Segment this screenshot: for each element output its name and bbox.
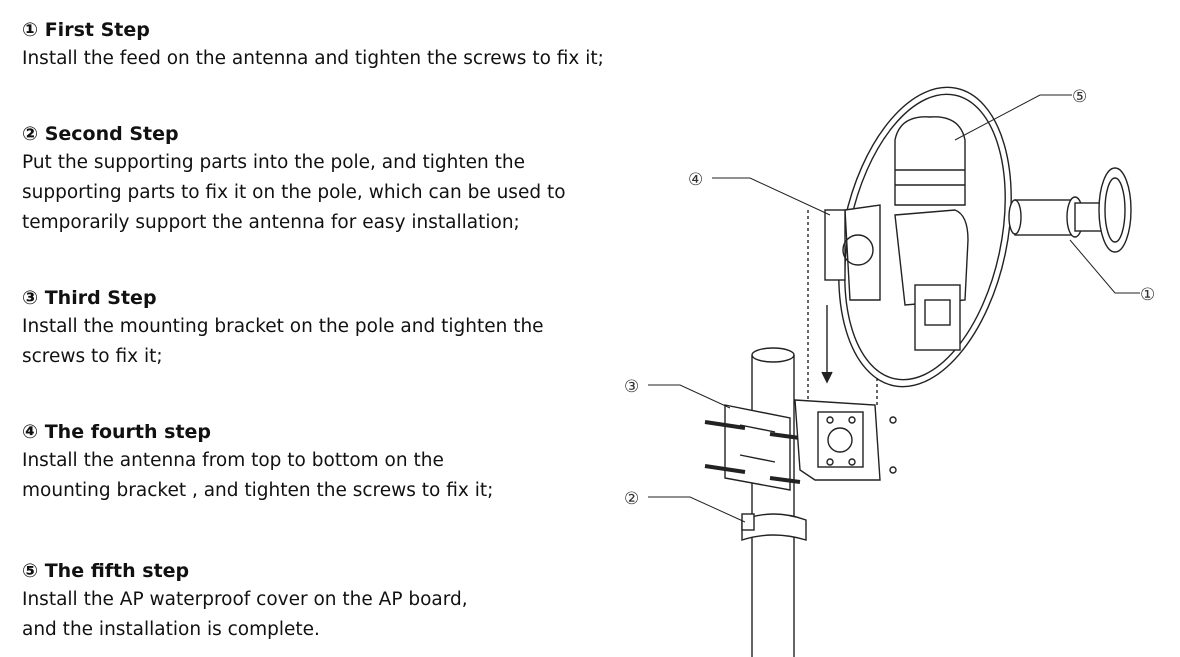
callout-5: ⑤ [1072,87,1087,107]
leader-lines [648,94,1140,523]
step-text: temporarily support the antenna for easy… [22,212,520,233]
step-3: ③ Third Step Install the mounting bracke… [22,284,662,372]
step-4: ④ The fourth step Install the antenna fr… [22,418,662,506]
callout-1: ① [1140,285,1155,305]
step-text: screws to fix it; [22,346,163,367]
waterproof-cover [894,116,966,206]
support-clamp [741,513,807,541]
step-text: and the installation is complete. [22,619,320,640]
step-text: supporting parts to fix it on the pole, … [22,182,566,203]
step-heading: ④ The fourth step [22,421,212,443]
step-text: Install the feed on the antenna and tigh… [22,48,604,69]
step-text: mounting bracket , and tighten the screw… [22,480,494,501]
step-heading: ⑤ The fifth step [22,560,190,582]
step-heading: ③ Third Step [22,287,157,309]
mounting-bracket [704,399,897,491]
callout-4: ④ [688,170,703,190]
feed [1008,167,1132,253]
step-2: ② Second Step Put the supporting parts i… [22,120,662,238]
step-5: ⑤ The fifth step Install the AP waterpro… [22,557,662,645]
step-heading: ② Second Step [22,123,179,145]
step-text: Put the supporting parts into the pole, … [22,152,525,173]
callout-3: ③ [624,377,639,397]
antenna-dish [824,86,1012,388]
step-text: Install the AP waterproof cover on the A… [22,589,468,610]
step-text: Install the mounting bracket on the pole… [22,316,544,337]
step-text: Install the antenna from top to bottom o… [22,450,444,471]
step-1: ① First Step Install the feed on the ant… [22,16,662,74]
step-heading: ① First Step [22,19,150,41]
pole [751,347,795,657]
callout-2: ② [624,489,639,509]
guide-lines [807,204,1011,405]
